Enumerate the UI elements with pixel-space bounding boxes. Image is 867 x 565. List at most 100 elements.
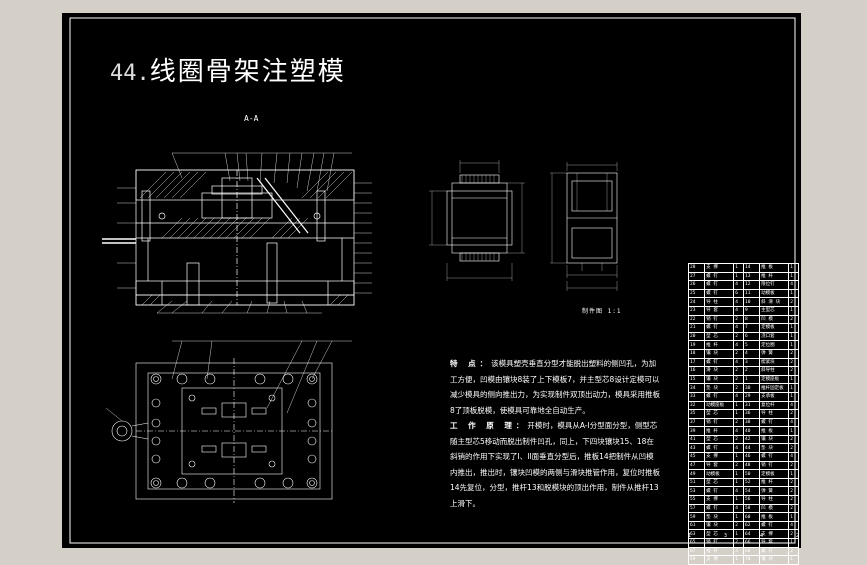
- features-note: 特 点：该模具塑壳垂直分型才能脱出塑料的侧凹孔，为加工方便，凹模由镶块8装了上下…: [450, 356, 660, 418]
- parts-list-cell: 4: [733, 426, 744, 436]
- parts-list-cell: 1: [788, 383, 799, 393]
- parts-list-cell: 2: [733, 383, 744, 393]
- parts-list-cell: 4: [733, 546, 744, 557]
- parts-list-cell: 2: [733, 434, 744, 445]
- parts-list-cell: 19: [687, 340, 706, 350]
- parts-list-cell: 1: [733, 409, 744, 419]
- parts-list-cell: 61: [687, 520, 706, 531]
- parts-list-cell: 螺 钉: [759, 520, 790, 531]
- parts-list-cell: 4: [733, 323, 744, 333]
- parts-list-cell: 螺 钉: [704, 443, 735, 454]
- parts-list-cell: 1: [788, 512, 799, 522]
- parts-list-cell: 1: [742, 374, 761, 385]
- parts-list-cell: 40: [742, 426, 761, 436]
- parts-list-cell: 1: [788, 271, 799, 282]
- section-label: A-A: [244, 114, 259, 123]
- parts-list-cell: 1: [788, 555, 799, 565]
- parts-list-cell: 1: [733, 271, 744, 282]
- parts-list-cell: 2: [733, 331, 744, 342]
- parts-list-cell: 1: [788, 323, 799, 333]
- parts-list-cell: 2: [733, 460, 744, 471]
- parts-list-cell: 23: [687, 305, 706, 316]
- title-block-mark: 2: [795, 533, 799, 539]
- parts-list-cell: 1: [733, 400, 744, 411]
- parts-list-cell: 螺 钉: [704, 391, 735, 402]
- drawing-title-text: 线圈骨架注塑模: [149, 57, 346, 87]
- part-scale-label: 制件图 1:1: [582, 308, 622, 315]
- parts-list-cell: 销 钉: [704, 417, 735, 428]
- parts-list-cell: 凹 模: [759, 503, 790, 514]
- parts-list-cell: 4: [733, 305, 744, 316]
- parts-list-cell: 支 撑: [704, 495, 735, 505]
- parts-list-cell: 39: [687, 426, 706, 436]
- parts-list-cell: 6: [742, 331, 761, 342]
- parts-list-cell: 2: [742, 366, 761, 376]
- parts-list-cell: 14: [742, 263, 761, 273]
- parts-list-cell: 2: [788, 443, 799, 454]
- parts-list-cell: 浇口套: [759, 331, 790, 342]
- parts-list-cell: 60: [742, 512, 761, 522]
- parts-list-cell: 支 撑: [704, 263, 735, 273]
- title-block-mark: 3: [723, 533, 727, 539]
- parts-list-cell: 1: [733, 512, 744, 522]
- parts-list-cell: 2: [788, 477, 799, 488]
- parts-list-cell: 4: [733, 486, 744, 497]
- parts-list-cell: 2: [733, 314, 744, 325]
- parts-list-cell: 导 柱: [759, 409, 790, 419]
- parts-list-cell: 31: [742, 400, 761, 411]
- working-principle-note: 工 作 原 理：开模时，模具从A-I分型面分型，侧型芯随主型芯5移动而脱出制件凹…: [450, 418, 660, 511]
- parts-list-cell: 复位杆: [759, 400, 790, 411]
- parts-list-cell: 推 杆: [759, 477, 790, 488]
- parts-list-cell: 推杆固定板: [759, 383, 790, 393]
- parts-list-cell: 销 钉: [759, 460, 790, 471]
- parts-list-cell: 2: [788, 486, 799, 497]
- parts-list-cell: 螺 钉: [704, 288, 735, 299]
- parts-list-cell: 43: [687, 443, 706, 454]
- parts-list-cell: 2: [788, 366, 799, 376]
- parts-list-cell: 53: [687, 486, 706, 497]
- parts-list-cell: 1: [788, 374, 799, 385]
- parts-list-cell: 动模座板: [704, 400, 735, 411]
- parts-list-cell: 弹 簧: [759, 348, 790, 359]
- parts-list-cell: 2: [788, 460, 799, 471]
- parts-list-cell: 2: [788, 434, 799, 445]
- working-heading: 工 作 原 理：: [450, 421, 528, 430]
- parts-list-cell: 垫 块: [759, 443, 790, 454]
- parts-list-cell: 1: [788, 331, 799, 342]
- parts-list-cell: 螺 钉: [704, 503, 735, 514]
- parts-list-cell: 48: [742, 460, 761, 471]
- parts-list-cell: 2: [788, 409, 799, 419]
- parts-list-cell: 28: [687, 263, 706, 273]
- parts-list-cell: 37: [687, 417, 706, 428]
- parts-list-cell: 导 套: [759, 538, 790, 548]
- drawing-number: 44.: [110, 61, 150, 86]
- parts-list-cell: 支承板: [759, 391, 790, 402]
- plan-view: [105, 340, 352, 503]
- parts-list-cell: 4: [733, 443, 744, 454]
- parts-list-cell: 型 芯: [704, 331, 735, 342]
- parts-list-cell: 4: [733, 280, 744, 290]
- parts-list-cell: 16: [687, 366, 706, 376]
- parts-list-cell: 24: [687, 297, 706, 307]
- parts-list-cell: 62: [742, 520, 761, 531]
- parts-list-cell: 33: [687, 391, 706, 402]
- parts-list-cell: 螺 钉: [759, 452, 790, 462]
- parts-list-cell: 22: [687, 314, 706, 325]
- parts-list-cell: 动模板: [704, 469, 735, 479]
